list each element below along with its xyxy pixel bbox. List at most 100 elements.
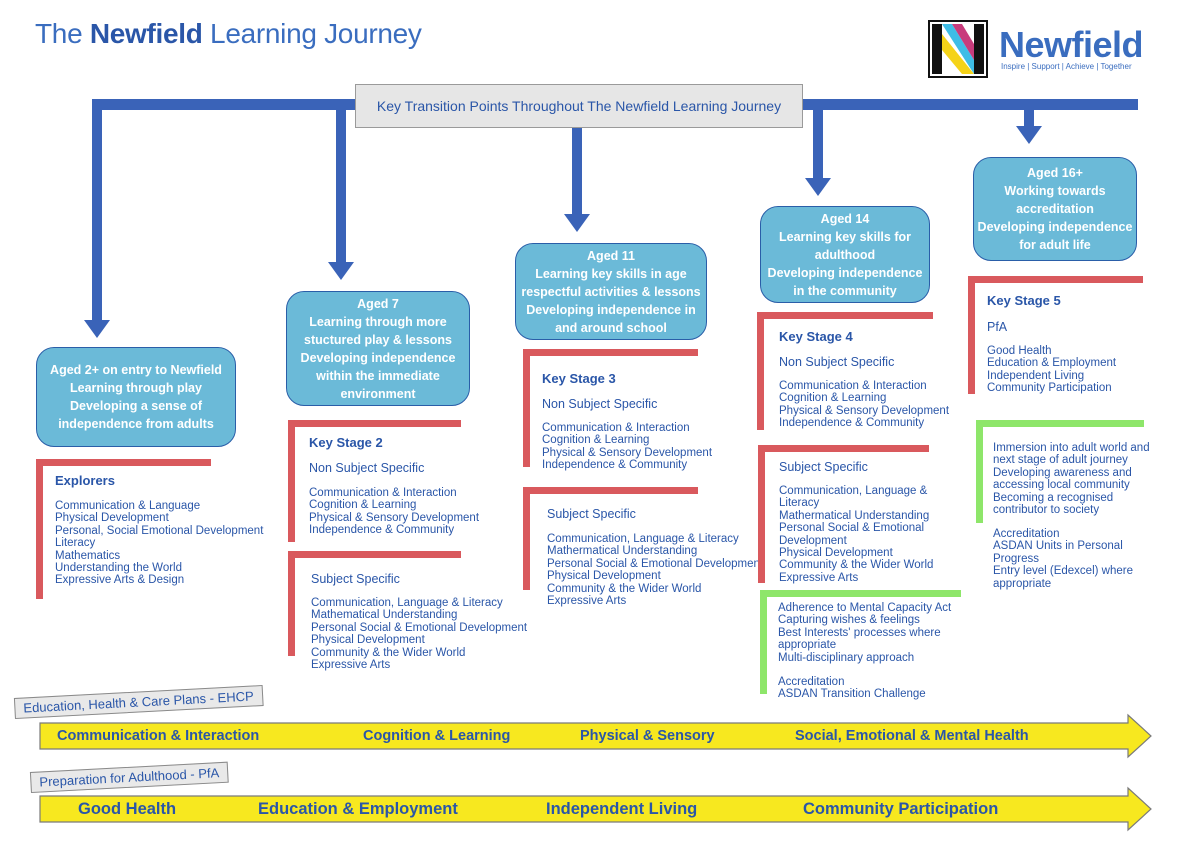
- ks4-nonsubject-list: Communication & Interaction Cognition & …: [779, 380, 949, 430]
- stage-line: and around school: [555, 320, 667, 335]
- pfa-item: Independent Living: [546, 800, 698, 818]
- stage-line: Learning through play: [70, 381, 202, 395]
- stage-box-aged-14: Aged 14 Learning key skills for adulthoo…: [760, 206, 930, 303]
- explorers-bracket: [36, 459, 211, 599]
- pfa-item: Community Participation: [803, 800, 999, 818]
- list-item: Becoming a recognised: [993, 491, 1114, 504]
- stage-line: Aged 16+: [1027, 166, 1083, 180]
- stage-line: Aged 2+ on entry to Newfield: [50, 363, 222, 377]
- bracket-line: [288, 420, 461, 427]
- bracket-line: [36, 459, 211, 466]
- stage-line: Aged 14: [820, 211, 870, 226]
- ks4-heading: Key Stage 4: [779, 329, 853, 344]
- list-item: Adherence to Mental Capacity Act: [778, 602, 952, 614]
- list-item: ASDAN Units in Personal: [993, 540, 1123, 553]
- stage-line: Developing independence: [300, 350, 456, 365]
- bracket-line: [968, 276, 1143, 283]
- ks2-subject-list: Communication, Language & Literacy Mathe…: [311, 597, 527, 671]
- ks2-subject-bracket: [288, 551, 461, 656]
- logo-name: Newfield: [999, 24, 1144, 65]
- bracket-line: [758, 445, 765, 583]
- ks4-bracket: [757, 312, 933, 430]
- list-item: Communication & Language: [55, 500, 201, 512]
- list-item: Community & the Wider World: [547, 582, 702, 595]
- list-item: Personal Social & Emotional Development: [547, 557, 764, 570]
- stage-line: Learning key skills for: [779, 229, 911, 244]
- ks5-green-list: Immersion into adult world and next stag…: [993, 442, 1150, 516]
- list-item: Cognition & Learning: [309, 499, 417, 512]
- stage-line: within the immediate: [316, 368, 440, 383]
- stage-line: in the community: [793, 283, 897, 298]
- list-item: ASDAN Transition Challenge: [778, 688, 926, 701]
- bracket-line: [757, 312, 764, 430]
- stage-box-aged-16: Aged 16+ Working towards accreditation D…: [973, 157, 1137, 261]
- explorers-list: Communication & Language Physical Develo…: [55, 500, 263, 587]
- ehcp-item: Communication & Interaction: [57, 728, 260, 744]
- list-item: Independence & Community: [779, 417, 925, 430]
- bracket-line: [760, 590, 961, 597]
- ks2-heading: Key Stage 2: [309, 435, 383, 450]
- bracket-line: [760, 590, 767, 694]
- logo-tagline: Inspire | Support | Achieve | Together: [1001, 62, 1132, 71]
- list-item: Mathermatical Understanding: [779, 509, 930, 522]
- list-item: Personal Social & Emotional Development: [311, 621, 528, 634]
- list-item: Good Health: [987, 345, 1052, 357]
- list-item: accessing local community: [993, 479, 1130, 492]
- ks3-nonsubject-list: Communication & Interaction Cognition & …: [542, 422, 712, 472]
- list-item: next stage of adult journey: [993, 454, 1128, 467]
- stage-line: accreditation: [1016, 202, 1094, 216]
- bracket-line: [523, 349, 530, 467]
- connector-stage-5: [1024, 99, 1034, 131]
- list-item: Understanding the World: [55, 562, 182, 575]
- stage-line: independence from adults: [58, 417, 214, 431]
- transition-points-banner: Key Transition Points Throughout The New…: [355, 84, 803, 128]
- pfa-item: Good Health: [78, 800, 177, 818]
- list-item: Development: [779, 534, 847, 547]
- ks5-accreditation-list: Accreditation ASDAN Units in Personal Pr…: [993, 528, 1133, 590]
- ks3-bracket: [523, 349, 698, 467]
- list-item: Expressive Arts: [311, 659, 391, 672]
- ehcp-arrow: [39, 713, 1152, 759]
- list-item: Communication, Language & Literacy: [311, 597, 503, 609]
- list-item: Physical Development: [547, 570, 661, 583]
- bracket-line: [968, 276, 975, 394]
- arrow-down-icon: [564, 214, 590, 232]
- list-item: Independence & Community: [309, 524, 455, 537]
- bracket-line: [757, 312, 933, 319]
- ks2-subject-label: Subject Specific: [311, 572, 400, 586]
- list-item: Community & the Wider World: [311, 646, 466, 659]
- connector-stage-2: [336, 99, 346, 271]
- ks5-pfa-list: Good Health Education & Employment Indep…: [987, 345, 1116, 395]
- list-item: Communication & Interaction: [542, 422, 690, 434]
- list-item: contributor to society: [993, 504, 1100, 517]
- list-item: Communication & Interaction: [779, 380, 927, 392]
- list-item: Cognition & Learning: [779, 392, 887, 405]
- stage-line: Learning key skills in age: [535, 266, 687, 281]
- stage-line: Learning through more: [309, 314, 447, 329]
- ks4-accreditation-list: Accreditation ASDAN Transition Challenge: [778, 676, 926, 701]
- ks5-pfa-label: PfA: [987, 320, 1008, 334]
- stage-line: Aged 11: [587, 248, 635, 263]
- ks3-subject-bracket: [523, 487, 698, 590]
- bracket-line: [523, 487, 698, 494]
- stage-line: environment: [340, 386, 416, 401]
- list-item: appropriate: [993, 577, 1052, 590]
- arrow-down-icon: [1016, 126, 1042, 144]
- list-item: Progress: [993, 552, 1040, 565]
- title-prefix: The: [35, 18, 90, 49]
- list-item: Mathematics: [55, 549, 121, 562]
- list-item: Developing awareness and: [993, 466, 1132, 479]
- list-item: Expressive Arts: [547, 595, 627, 608]
- ks4-subject-list: Communication, Language & Literacy Mathe…: [779, 485, 933, 584]
- stage-line: stuctured play & lessons: [304, 332, 452, 347]
- list-item: Communication & Interaction: [309, 487, 457, 499]
- list-item: Cognition & Learning: [542, 434, 650, 447]
- list-item: Physical Development: [55, 512, 169, 525]
- ehcp-item: Physical & Sensory: [580, 728, 715, 744]
- stage-line: respectful activities & lessons: [521, 284, 701, 299]
- ks4-green-bracket: [760, 590, 961, 694]
- list-item: Capturing wishes & feelings: [778, 614, 920, 627]
- bracket-line: [758, 445, 929, 452]
- bracket-line: [36, 459, 43, 599]
- list-item: Immersion into adult world and: [993, 442, 1150, 454]
